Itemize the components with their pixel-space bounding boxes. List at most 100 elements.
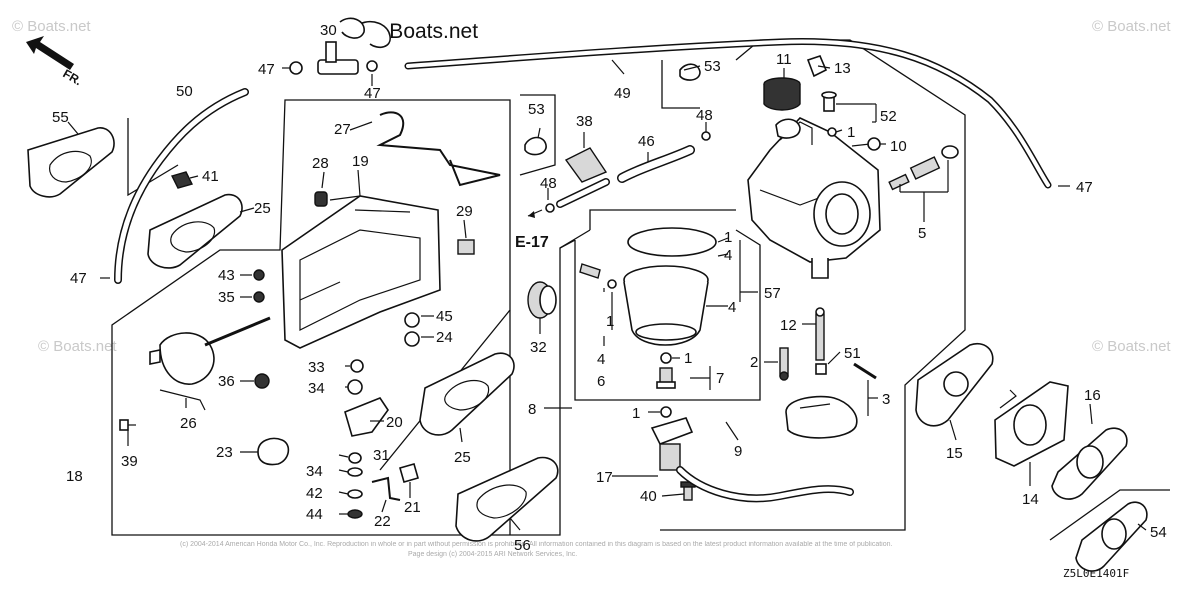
diagram-code: Z5L0E1401F <box>1063 567 1130 580</box>
screw-52 <box>821 91 837 112</box>
label-47-c: 47 <box>70 270 87 287</box>
link-rod-27 <box>376 111 501 187</box>
label-19: 19 <box>352 153 369 170</box>
label-52: 52 <box>880 108 897 125</box>
label-34-bottom: 34 <box>306 463 323 480</box>
label-24: 24 <box>436 329 453 346</box>
label-28: 28 <box>312 155 329 172</box>
nut-31 <box>348 452 362 464</box>
label-53-right: 53 <box>704 58 721 75</box>
fuel-valve-30 <box>317 17 391 75</box>
label-32: 32 <box>530 339 547 356</box>
label-4-bowl: 4 <box>728 299 736 316</box>
spring-29 <box>457 239 475 255</box>
label-53-left: 53 <box>528 101 545 118</box>
float-3 <box>785 395 858 439</box>
choke-assembly-26 <box>149 316 271 411</box>
nut-41 <box>170 171 194 189</box>
nut-21 <box>399 463 419 483</box>
part-labels: 30 47 47 50 55 41 25 47 27 28 19 29 43 3… <box>52 22 1167 554</box>
label-18: 18 <box>66 468 83 485</box>
washer-42 <box>347 489 363 499</box>
front-arrow-icon: FR. <box>26 36 84 88</box>
ref-label-e17: E-17 <box>515 234 549 251</box>
drain-bolt-17 <box>650 406 694 471</box>
watermark-top-right: © Boats.net <box>1092 18 1171 35</box>
label-1-screw: 1 <box>606 313 614 330</box>
label-26: 26 <box>180 415 197 432</box>
label-20: 20 <box>386 414 403 431</box>
label-56: 56 <box>514 537 531 554</box>
label-25-left: 25 <box>254 200 271 217</box>
washer-24 <box>404 331 420 347</box>
label-21: 21 <box>404 499 421 516</box>
front-marker-label: FR. <box>61 66 85 88</box>
label-13: 13 <box>834 60 851 77</box>
label-23: 23 <box>216 444 233 461</box>
label-36: 36 <box>218 373 235 390</box>
gasket-55 <box>27 127 115 198</box>
watermark-mid-right: © Boats.net <box>1092 338 1171 355</box>
label-30: 30 <box>320 22 337 39</box>
label-17: 17 <box>596 469 613 486</box>
label-43: 43 <box>218 267 235 284</box>
cam-23 <box>257 437 290 466</box>
label-57: 57 <box>764 285 781 302</box>
washer-35 <box>253 291 265 303</box>
label-47-b: 47 <box>364 85 381 102</box>
clip-48-upper <box>701 131 711 141</box>
needle-jet-12 <box>815 307 825 361</box>
nut-36 <box>254 373 270 389</box>
nut-43 <box>253 269 265 281</box>
bolt-7 <box>656 367 676 389</box>
screw-10 <box>851 137 881 151</box>
clip-47-top <box>289 60 378 75</box>
label-8: 8 <box>528 401 536 418</box>
pilot-screw-5 <box>888 145 959 191</box>
label-31: 31 <box>373 447 390 464</box>
washer-1-top <box>827 127 837 137</box>
group-frame-53 <box>519 94 556 176</box>
cap-11 <box>763 77 801 111</box>
screw-4 <box>579 263 617 289</box>
label-47-a: 47 <box>258 61 275 78</box>
clamp-53-right <box>679 63 701 81</box>
label-44: 44 <box>306 506 323 523</box>
label-38: 38 <box>576 113 593 130</box>
label-47-d: 47 <box>1076 179 1093 196</box>
label-14: 14 <box>1022 491 1039 508</box>
jet-2 <box>779 347 789 381</box>
leader-lines <box>67 59 1147 531</box>
grommet-28 <box>314 191 328 207</box>
drain-tube-9 <box>676 466 854 503</box>
label-1-drain: 1 <box>632 405 640 422</box>
label-9: 9 <box>734 443 742 460</box>
label-33: 33 <box>308 359 325 376</box>
label-42: 42 <box>306 485 323 502</box>
watermark-mid-left: © Boats.net <box>38 338 117 355</box>
label-48-upper: 48 <box>696 107 713 124</box>
carburetor-body <box>747 117 881 279</box>
jet-51 <box>815 363 827 375</box>
label-49: 49 <box>614 85 631 102</box>
washer-34-bottom <box>347 467 363 477</box>
label-39: 39 <box>121 453 138 470</box>
group-frame-53b <box>661 60 700 109</box>
label-3: 3 <box>882 391 890 408</box>
label-1-top: 1 <box>847 124 855 141</box>
plate-20 <box>344 397 389 437</box>
label-29: 29 <box>456 203 473 220</box>
label-54: 54 <box>1150 524 1167 541</box>
label-11: 11 <box>776 51 792 68</box>
label-27: 27 <box>334 121 351 138</box>
fuel-tube-49 <box>404 38 1052 189</box>
label-1-washer: 1 <box>684 350 692 367</box>
label-10: 10 <box>890 138 907 155</box>
spacer-14 <box>994 381 1069 467</box>
label-5: 5 <box>918 225 926 242</box>
label-6: 6 <box>597 373 605 390</box>
label-12: 12 <box>780 317 797 334</box>
screw-39 <box>119 419 136 431</box>
